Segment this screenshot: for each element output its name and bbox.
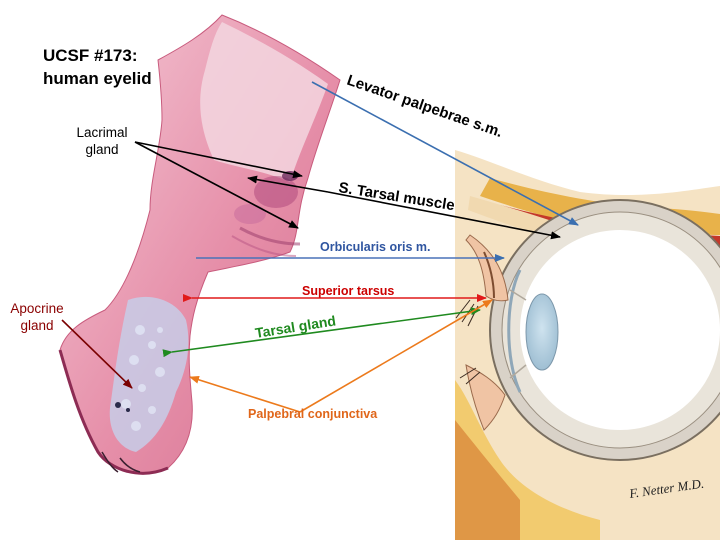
apocrine-label-line-1: Apocrine — [0, 300, 74, 317]
apocrine-label: Apocrine gland — [0, 300, 74, 334]
levator-label: Levator palpebrae s.m. — [345, 72, 505, 141]
slide-title: UCSF #173: human eyelid — [43, 44, 152, 90]
lacrimal-label-line-2: gland — [62, 141, 142, 158]
orbicularis-label: Orbicularis oris m. — [320, 240, 430, 254]
title-line-1: UCSF #173: — [43, 44, 152, 67]
apocrine-label-line-2: gland — [0, 317, 74, 334]
lacrimal-label-line-1: Lacrimal — [62, 124, 142, 141]
title-line-2: human eyelid — [43, 67, 152, 90]
superior-tarsus-label: Superior tarsus — [302, 284, 394, 298]
tarsal-muscle-label: S. Tarsal muscle — [337, 179, 456, 214]
palpebral-label: Palpebral conjunctiva — [248, 407, 378, 421]
tarsal-gland-label: Tarsal gland — [254, 312, 337, 341]
lacrimal-label: Lacrimal gland — [62, 124, 142, 158]
